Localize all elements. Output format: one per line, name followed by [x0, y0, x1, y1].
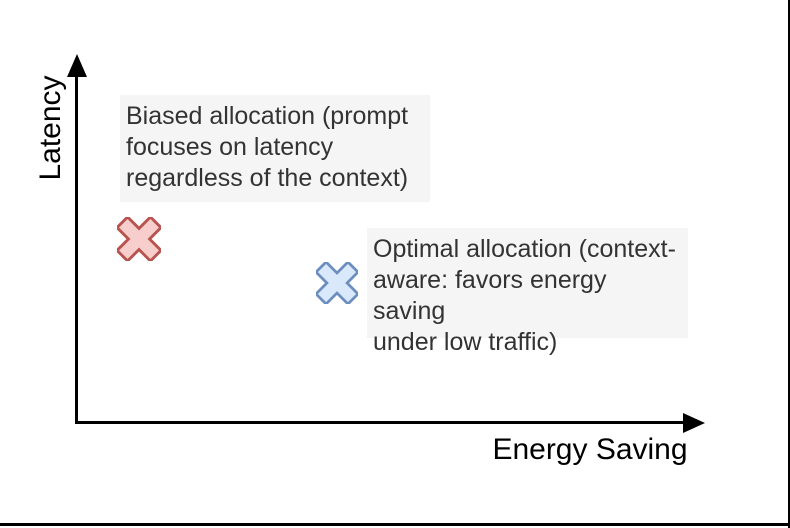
y-axis-line	[75, 66, 78, 424]
optimal-allocation-annotation: Optimal allocation (context- aware: favo…	[367, 228, 688, 356]
x-axis-label: Energy Saving	[492, 433, 688, 466]
frame-border-right	[788, 0, 790, 528]
frame-border-bottom	[0, 523, 790, 526]
x-axis-line	[76, 421, 688, 424]
y-axis-label: Latency	[34, 75, 67, 181]
x-axis-arrowhead-icon	[683, 413, 705, 433]
y-axis-arrowhead-icon	[67, 54, 87, 77]
biased-x-marker-icon	[117, 217, 161, 261]
optimal-x-marker-icon	[316, 262, 358, 304]
biased-allocation-annotation: Biased allocation (prompt focuses on lat…	[120, 95, 430, 202]
